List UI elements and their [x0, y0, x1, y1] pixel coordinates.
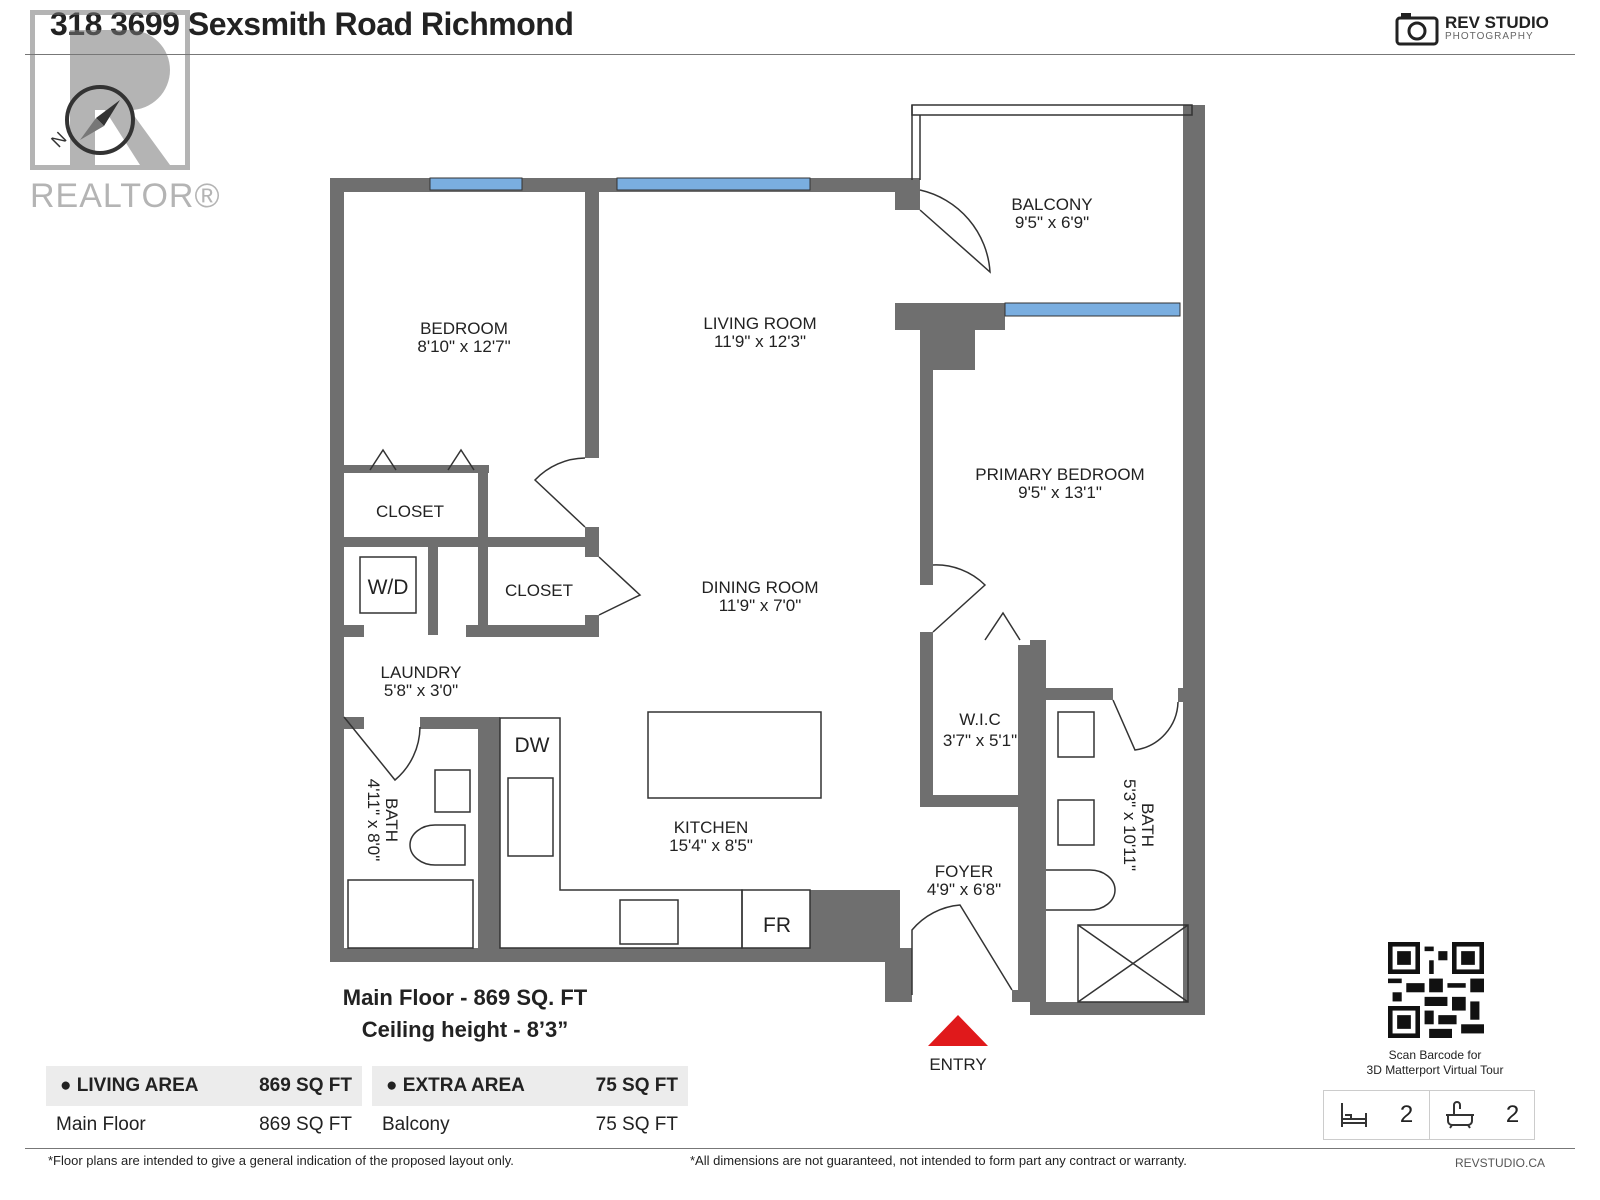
room-bath-1-size: 4'11" x 8'0" — [364, 779, 383, 862]
entry-arrow-icon — [928, 1015, 988, 1046]
area-row-value: 869 SQ FT — [259, 1114, 352, 1135]
header-divider — [25, 54, 1575, 55]
qr-code-icon[interactable] — [1388, 942, 1484, 1038]
bathroom-count: 2 — [1505, 1101, 1520, 1128]
area-row-value: 75 SQ FT — [595, 1114, 678, 1135]
windows — [429, 177, 1181, 317]
room-bath-2-size: 5'3" x 10'11" — [1120, 779, 1139, 871]
footer-divider — [25, 1148, 1575, 1149]
fridge-label: FR — [763, 914, 791, 937]
room-bedroom-size: 8'10" x 12'7" — [417, 337, 510, 356]
room-bath-2-name: BATH — [1138, 803, 1157, 847]
room-closet-1: CLOSET — [376, 502, 444, 521]
room-kitchen-name: KITCHEN — [674, 818, 749, 837]
footer-disclaimer-right: *All dimensions are not guaranteed, not … — [690, 1153, 1187, 1168]
doors — [343, 189, 1179, 995]
bedroom-count: 2 — [1399, 1101, 1414, 1128]
room-labels: BALCONY 9'5" x 6'9" LIVING ROOM 11'9" x … — [364, 195, 1157, 937]
room-living-name: LIVING ROOM — [703, 314, 816, 333]
extra-area-title: ● EXTRA AREA — [386, 1075, 525, 1096]
room-foyer-size: 4'9" x 6'8" — [927, 880, 1001, 899]
room-living-size: 11'9" x 12'3" — [714, 332, 806, 351]
living-area-table: ● LIVING AREA 869 SQ FT Main Floor 869 SQ … — [46, 1066, 362, 1136]
ceiling-height-line: Ceiling height - 8’3” — [361, 1017, 569, 1042]
room-wic-name: W.I.C — [959, 710, 1001, 729]
qr-caption-line2: 3D Matterport Virtual Tour — [1366, 1063, 1504, 1077]
brand-sub: PHOTOGRAPHY — [1445, 30, 1534, 42]
realtor-wordmark: REALTOR® — [30, 177, 221, 215]
balcony-railing — [911, 104, 1193, 180]
room-wic-size: 3'7" x 5'1" — [943, 731, 1017, 750]
room-kitchen-size: 15'4" x 8'5" — [669, 836, 753, 855]
room-dining-size: 11'9" x 7'0" — [719, 596, 802, 615]
room-bath-1-name: BATH — [382, 798, 401, 842]
rev-studio-logo: REV STUDIO PHOTOGRAPHY — [1395, 10, 1549, 46]
room-closet-2: CLOSET — [505, 581, 573, 600]
area-row-label: Balcony — [382, 1114, 450, 1135]
room-primary-size: 9'5" x 13'1" — [1018, 483, 1102, 502]
fixtures — [347, 448, 1189, 1003]
extra-area-table: ● EXTRA AREA 75 SQ FT Balcony 75 SQ FT — [372, 1066, 688, 1136]
room-laundry-name: LAUNDRY — [381, 663, 462, 682]
qr-caption: Scan Barcode for 3D Matterport Virtual T… — [1340, 1048, 1530, 1078]
extra-area-total: 75 SQ FT — [595, 1075, 678, 1096]
brand-name: REV STUDIO — [1445, 12, 1549, 32]
room-balcony-size: 9'5" x 6'9" — [1015, 213, 1089, 232]
room-balcony-name: BALCONY — [1011, 195, 1092, 214]
room-laundry-size: 5'8" x 3'0" — [384, 681, 458, 700]
floor-area-line: Main Floor - 869 SQ. FT — [342, 985, 588, 1010]
footer-disclaimer-left: *Floor plans are intended to give a gene… — [48, 1153, 514, 1168]
qr-caption-line1: Scan Barcode for — [1388, 1048, 1482, 1062]
living-area-total: 869 SQ FT — [259, 1075, 352, 1096]
walls — [330, 105, 1205, 1015]
dishwasher-label: DW — [515, 734, 550, 757]
entry-label: ENTRY — [929, 1055, 986, 1074]
compass-icon: N — [47, 85, 135, 155]
footer-url[interactable]: REVSTUDIO.CA — [1455, 1156, 1546, 1170]
room-dining-name: DINING ROOM — [701, 578, 818, 597]
washer-dryer-label: W/D — [368, 576, 409, 599]
bed-icon — [1341, 1103, 1368, 1127]
room-bedroom-name: BEDROOM — [420, 319, 508, 338]
floor-info: Main Floor - 869 SQ. FT Ceiling height -… — [340, 982, 590, 1046]
room-primary-name: PRIMARY BEDROOM — [975, 465, 1144, 484]
living-area-title: ● LIVING AREA — [60, 1075, 199, 1096]
area-row-label: Main Floor — [56, 1114, 146, 1135]
bathtub-icon — [1446, 1101, 1475, 1129]
room-foyer-name: FOYER — [935, 862, 994, 881]
camera-icon — [1395, 13, 1439, 46]
room-counts: 2 2 — [1323, 1090, 1535, 1140]
